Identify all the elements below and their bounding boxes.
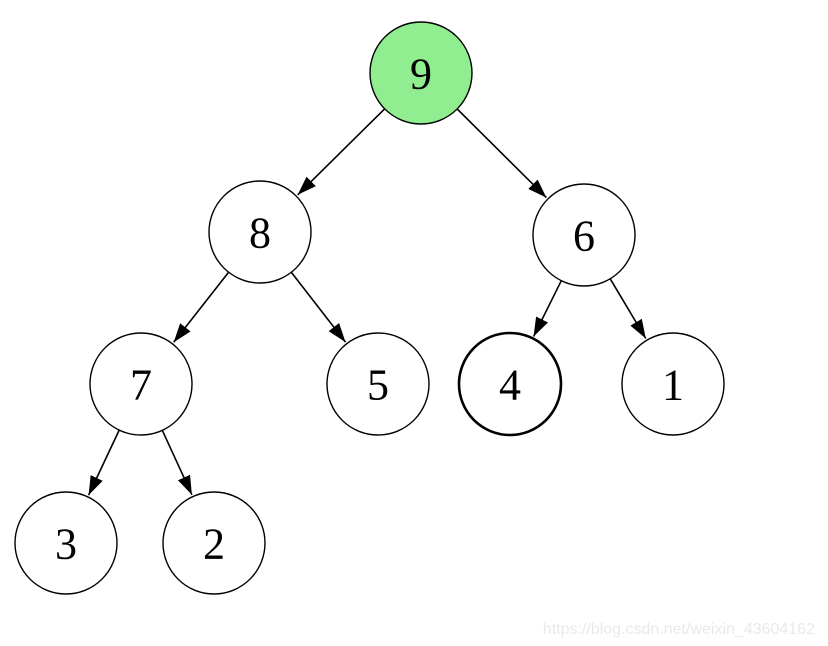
tree-node-5: 5	[326, 332, 430, 436]
tree-node-7: 7	[89, 332, 193, 436]
edge-9-to-8	[297, 108, 386, 196]
node-circle-8	[208, 180, 312, 284]
node-circle-9	[369, 21, 473, 125]
node-label-2: 2	[203, 519, 225, 568]
node-circle-6	[532, 183, 636, 287]
node-label-6: 6	[573, 211, 595, 260]
tree-node-3: 3	[14, 491, 118, 595]
node-circle-3	[14, 491, 118, 595]
tree-node-2: 2	[162, 491, 266, 595]
edge-8-to-5	[290, 271, 347, 343]
node-label-7: 7	[130, 360, 152, 409]
edges-layer	[87, 108, 647, 496]
tree-node-1: 1	[621, 332, 725, 436]
watermark-text: https://blog.csdn.net/weixin_43604162	[542, 621, 815, 638]
tree-node-6: 6	[532, 183, 636, 287]
edge-7-to-3	[87, 429, 120, 496]
edge-7-to-2	[161, 429, 193, 496]
tree-node-4: 4	[457, 331, 563, 437]
node-label-8: 8	[249, 208, 271, 257]
node-label-1: 1	[662, 360, 684, 409]
node-circle-4	[457, 331, 563, 437]
node-label-3: 3	[55, 519, 77, 568]
node-label-5: 5	[367, 360, 389, 409]
node-circle-1	[621, 332, 725, 436]
tree-node-8: 8	[208, 180, 312, 284]
edge-8-to-7	[173, 271, 230, 343]
tree-node-9: 9	[369, 21, 473, 125]
nodes-layer: 9 8 6 7 5 4 1 3 2	[14, 21, 725, 595]
edge-6-to-1	[609, 278, 647, 339]
node-circle-7	[89, 332, 193, 436]
node-circle-5	[326, 332, 430, 436]
edge-6-to-4	[532, 280, 563, 337]
edge-9-to-6	[456, 108, 547, 199]
node-label-9: 9	[410, 49, 432, 98]
node-label-4: 4	[499, 360, 521, 409]
node-circle-2	[162, 491, 266, 595]
